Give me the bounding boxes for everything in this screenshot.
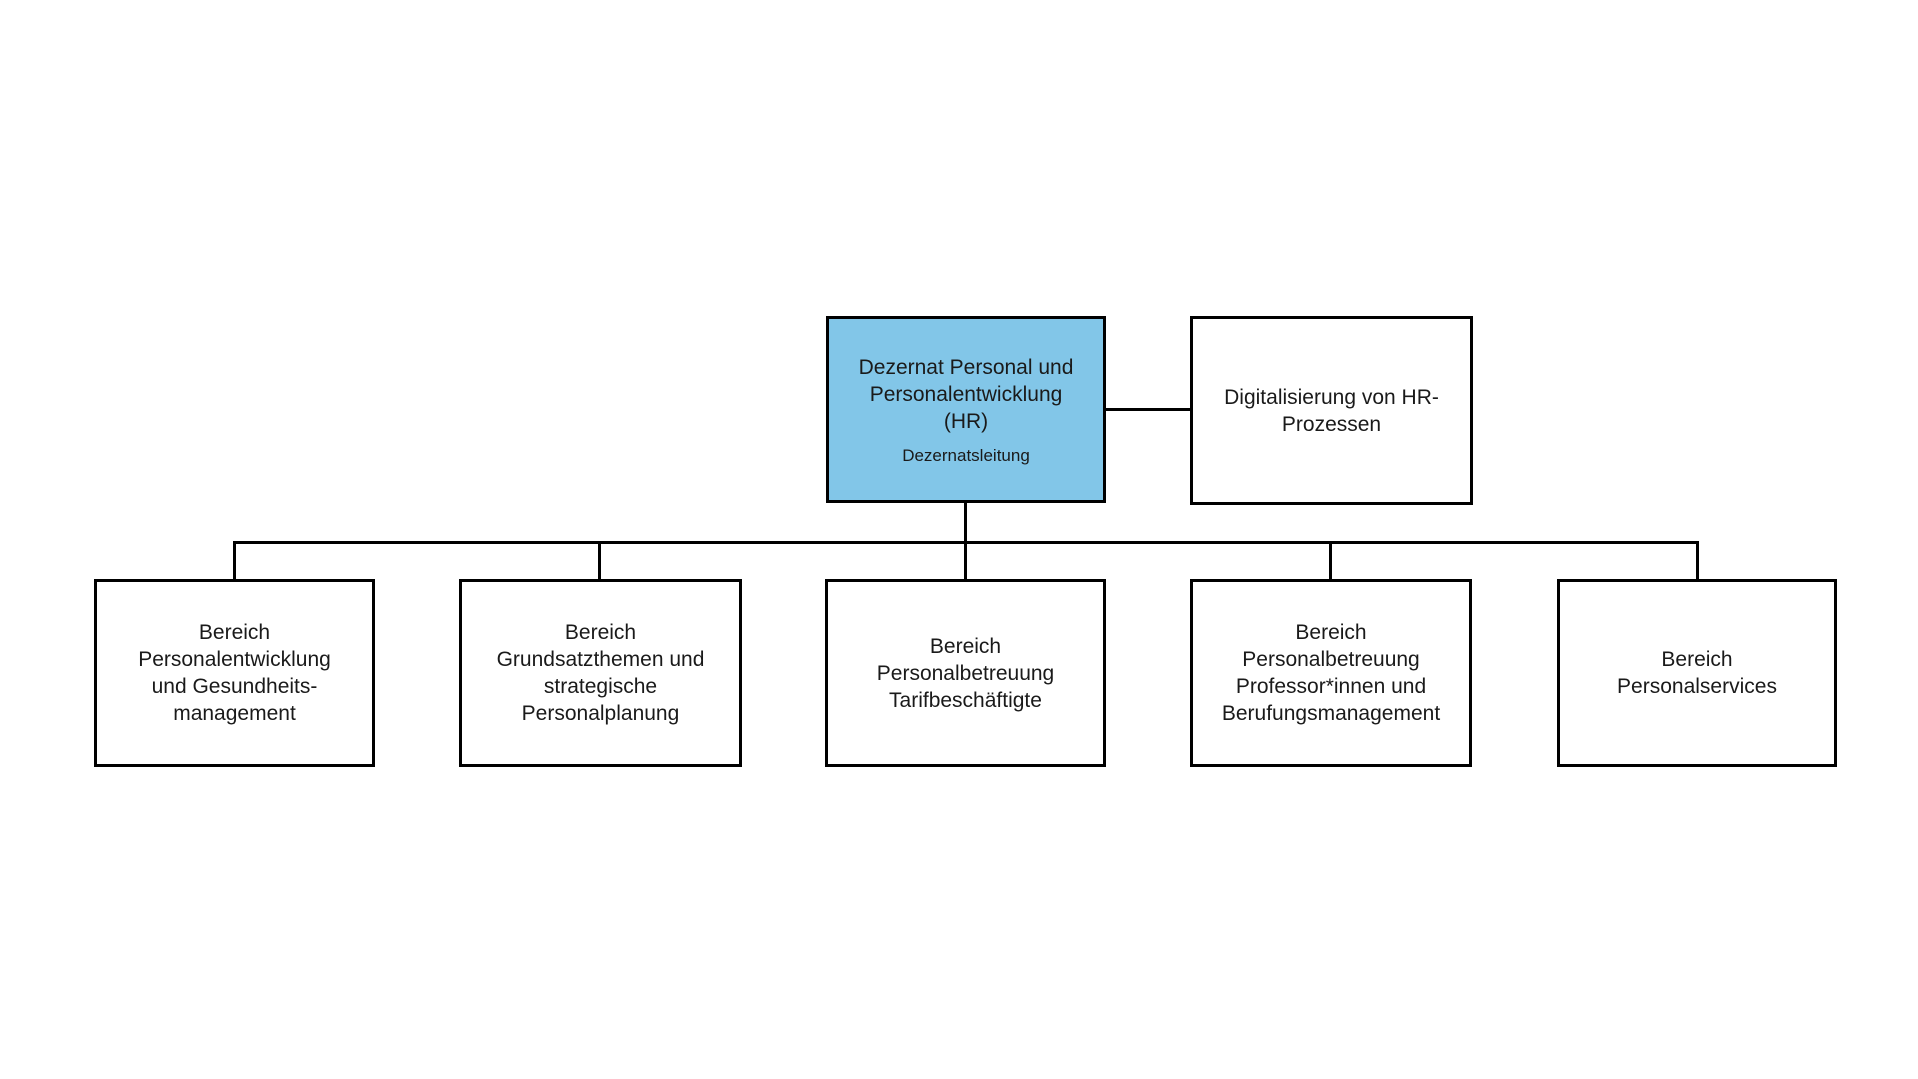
child-node-label: Bereich Personalservices: [1617, 648, 1777, 698]
connector-drop-child-1: [233, 542, 236, 580]
side-node-label: Digitalisierung von HR- Prozessen: [1224, 385, 1439, 436]
connector-horizontal-bus: [233, 541, 1699, 544]
node-bereich-personalservices: Bereich Personalservices: [1557, 579, 1837, 767]
connector-drop-child-2: [598, 542, 601, 580]
connector-drop-child-4: [1329, 542, 1332, 580]
node-bereich-personalentwicklung-gesundheitsmanagement: Bereich Personalentwicklung und Gesundhe…: [94, 579, 375, 767]
node-bereich-personalbetreuung-tarifbeschaeftigte: Bereich Personalbetreuung Tarifbeschäfti…: [825, 579, 1106, 767]
node-digitalisierung-hr-prozesse: Digitalisierung von HR- Prozessen: [1190, 316, 1473, 505]
child-node-label: Bereich Personalbetreuung Tarifbeschäfti…: [876, 634, 1055, 712]
node-bereich-grundsatzthemen-personalplanung: Bereich Grundsatzthemen und strategische…: [459, 579, 742, 767]
child-node-label: Bereich Personalentwicklung und Gesundhe…: [138, 621, 331, 725]
root-node-title: Dezernat Personal und Personalentwicklun…: [858, 355, 1074, 433]
root-node-subtitle: Dezernatsleitung: [902, 445, 1030, 465]
connector-drop-child-5: [1696, 542, 1699, 580]
node-bereich-personalbetreuung-professorinnen-berufungsmanagement: Bereich Personalbetreuung Professor*inne…: [1190, 579, 1472, 767]
node-dezernat-personal-hr: Dezernat Personal und Personalentwicklun…: [826, 316, 1106, 503]
connector-root-to-side: [1106, 408, 1190, 411]
child-node-label: Bereich Personalbetreuung Professor*inne…: [1221, 621, 1441, 725]
child-node-label: Bereich Grundsatzthemen und strategische…: [496, 621, 705, 725]
